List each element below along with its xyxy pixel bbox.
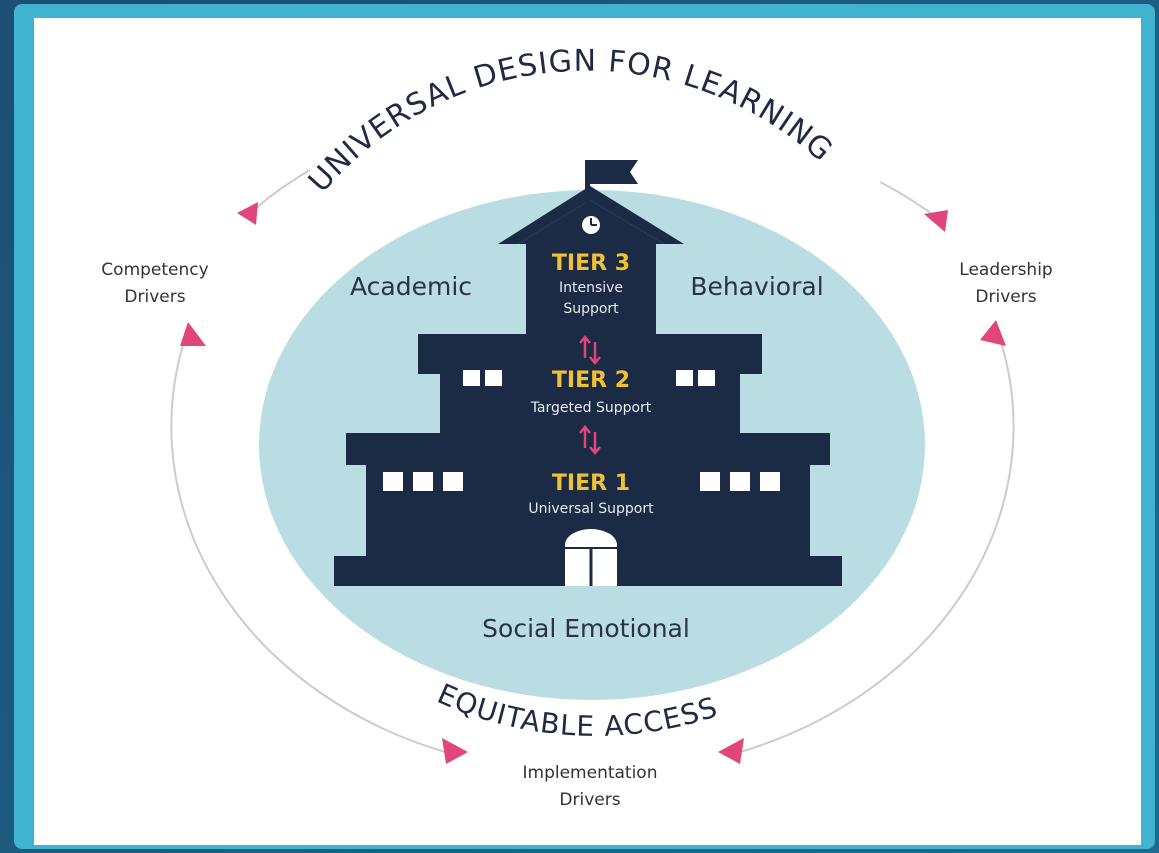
ring-arc-left	[170, 344, 446, 753]
area-social-emotional: Social Emotional	[482, 614, 690, 643]
leadership-drivers-line1: Leadership	[959, 260, 1052, 280]
tier2-title: TIER 2	[552, 368, 630, 393]
leadership-drivers-line2: Drivers	[975, 287, 1036, 307]
implementation-drivers-line2: Drivers	[559, 790, 620, 810]
ring-arc-top-left	[249, 169, 311, 214]
window	[760, 472, 780, 491]
window	[730, 472, 750, 491]
competency-drivers-line1: Competency	[101, 260, 208, 280]
arrow-left	[180, 322, 206, 346]
tier1-title: TIER 1	[552, 471, 630, 496]
window	[413, 472, 433, 491]
tier-arrows-upper	[579, 335, 601, 365]
windows	[383, 370, 780, 491]
ring-arc-right	[739, 341, 1015, 753]
tier3-sub-line1: Intensive	[559, 280, 623, 296]
tier3-title: TIER 3	[552, 251, 630, 276]
arrow-top-right	[924, 210, 948, 232]
tier2-sub: Targeted Support	[530, 400, 652, 416]
area-academic: Academic	[350, 272, 472, 301]
clock-hand	[590, 218, 597, 226]
implementation-drivers-line1: Implementation	[523, 763, 658, 783]
window	[443, 472, 463, 491]
tier3-sub-line2: Support	[563, 301, 619, 317]
arrow-bottom-right	[718, 738, 744, 764]
area-behavioral: Behavioral	[690, 272, 823, 301]
tier-arrows-lower	[579, 425, 601, 455]
arrow-right	[980, 320, 1006, 346]
window	[463, 370, 480, 386]
ring-title-top: UNIVERSAL DESIGN FOR LEARNING	[302, 44, 839, 200]
tier1-sub: Universal Support	[528, 501, 654, 517]
window	[485, 370, 502, 386]
window	[383, 472, 403, 491]
window	[700, 472, 720, 491]
arrow-top-left	[237, 202, 258, 225]
window	[698, 370, 715, 386]
window	[676, 370, 693, 386]
competency-drivers-line2: Drivers	[124, 287, 185, 307]
arrow-bottom-left	[442, 738, 468, 764]
